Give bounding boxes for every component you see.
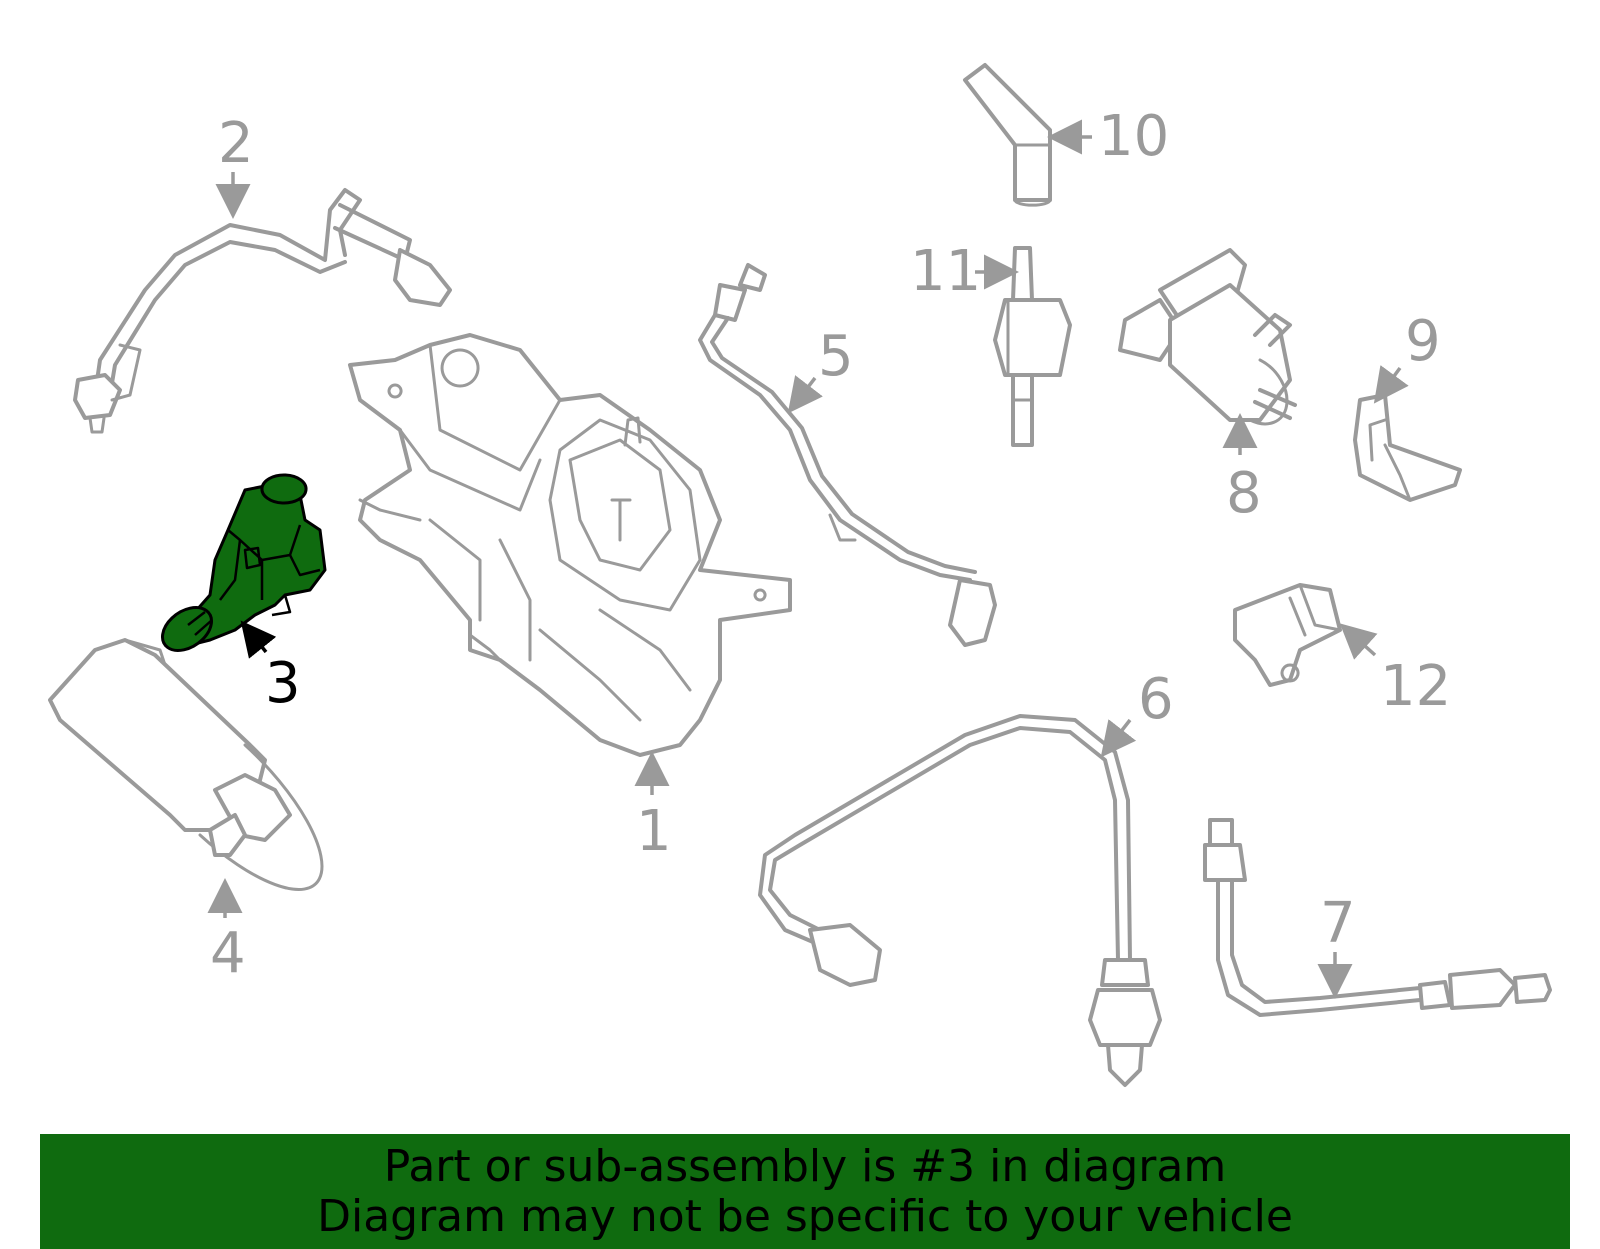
part-11-check-valve[interactable] — [993, 246, 1072, 447]
part-10-hose[interactable] — [963, 63, 1052, 207]
part-6-oxygen-sensor[interactable] — [758, 714, 1162, 1087]
callout-9: 9 — [1405, 309, 1441, 374]
callout-leaders — [207, 119, 1409, 999]
callout-8: 8 — [1226, 461, 1262, 526]
callout-7: 7 — [1320, 891, 1356, 956]
part-12-sensor[interactable] — [1233, 583, 1342, 687]
part-7-oxygen-sensor[interactable] — [1203, 818, 1552, 1017]
banner-line-1: Part or sub-assembly is #3 in diagram — [383, 1140, 1227, 1192]
part-3-purge-valve[interactable] — [161, 473, 327, 652]
callout-6: 6 — [1138, 667, 1174, 732]
info-banner: Part or sub-assembly is #3 in diagram Di… — [40, 1134, 1570, 1249]
part-2-vent-hose[interactable] — [73, 188, 452, 434]
part-9-bracket[interactable] — [1353, 393, 1462, 502]
callout-4: 4 — [210, 921, 246, 986]
part-8-solenoid[interactable] — [1118, 248, 1297, 426]
callout-5: 5 — [818, 324, 854, 389]
callout-3: 3 — [265, 651, 301, 716]
callout-12: 12 — [1380, 654, 1451, 719]
banner-line-2: Diagram may not be specific to your vehi… — [317, 1190, 1293, 1242]
callout-2: 2 — [218, 111, 254, 176]
callout-11: 11 — [910, 239, 981, 304]
callout-10: 10 — [1098, 104, 1169, 169]
callout-1: 1 — [636, 799, 672, 864]
part-5-harness[interactable] — [698, 263, 997, 647]
part-1-canister[interactable] — [348, 333, 792, 757]
callout-labels: 2 3 4 1 5 6 7 8 9 10 11 12 — [210, 104, 1451, 986]
part-4-vent-valve[interactable] — [48, 638, 324, 891]
